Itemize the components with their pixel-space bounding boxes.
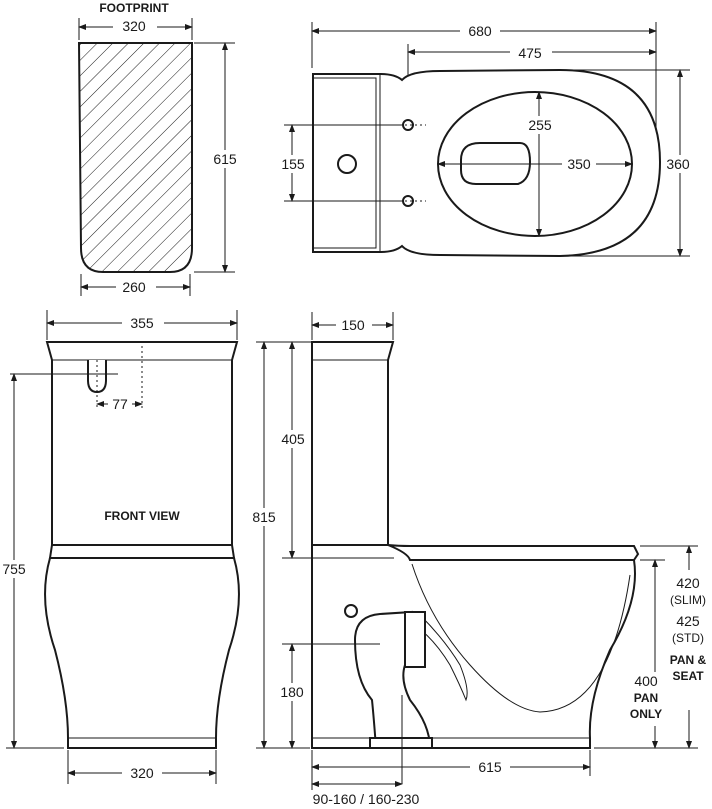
overall-height-label: 815 [252,509,276,525]
pan-front [44,557,240,749]
label-background [562,155,596,173]
cistern-height-label: 405 [281,431,305,447]
inlet-offset-label: 77 [112,396,128,412]
seat-depth-label: 255 [528,117,552,133]
label-background [336,316,372,334]
overall-width-label: 360 [666,156,690,172]
label-background [116,278,156,296]
trapway [414,614,468,702]
seat-height-std-label: 425 [676,613,700,629]
front-view: 355 77 FRONT VIEW 755 320 [0,310,240,784]
seat-width-label: 350 [567,156,591,172]
label-background [0,560,30,578]
fixing-hole [402,195,414,207]
pan-only-height-label: 400 [634,673,658,689]
footprint-top-width-label: 320 [122,18,146,34]
label-background [122,764,162,782]
label-background [247,508,281,526]
slim-label: (SLIM) [670,593,706,607]
setout-range-label: 90-160 / 160-230 [313,791,420,807]
footprint-height-label: 615 [213,151,237,167]
label-background [628,672,664,726]
label-background [662,155,698,173]
footprint-bottom-width-label: 260 [122,279,146,295]
pan-length-label: 475 [518,45,542,61]
fixing-hole [402,119,414,131]
label-background [664,570,712,710]
footprint-view: FOOTPRINT 320 615 260 [77,1,243,296]
label-background [108,395,132,413]
front-base-width-label: 320 [130,765,154,781]
cistern-lid-top [313,77,377,249]
pan-only-label-2: ONLY [630,707,662,721]
outlet-pipe-base [369,737,433,749]
top-view: 680 475 155 255 350 360 [276,22,698,258]
label-background [276,155,310,173]
outlet-connector [404,611,426,668]
fixing-hole [344,604,358,618]
pan-only-label-1: PAN [634,691,658,705]
seat-height-slim-label: 420 [676,575,700,591]
bowl-interior [411,563,631,713]
label-background [122,314,164,332]
label-background [276,683,310,701]
front-height-label: 755 [2,561,26,577]
pan-seat-label-1: PAN & [670,653,707,667]
label-background [510,43,552,61]
footprint-title: FOOTPRINT [99,1,169,15]
overall-length-label: 680 [468,23,492,39]
footprint-shape [77,42,193,273]
cistern-width-label: 355 [130,315,154,331]
label-background [470,758,510,776]
base-depth-label: 615 [478,759,502,775]
label-background [522,116,558,134]
front-view-title: FRONT VIEW [104,509,180,523]
flush-button-icon [337,154,357,174]
label-background [207,150,243,168]
cistern-side [311,341,395,546]
cistern-depth-label: 150 [341,317,365,333]
side-view: 150 405 815 180 615 90-160 / 160-2 [247,312,712,807]
label-background [460,22,500,40]
seat-side [387,544,640,561]
hole-spacing-label: 155 [281,156,305,172]
pan-seat-label-2: SEAT [672,669,704,683]
std-label: (STD) [672,631,704,645]
label-background [113,17,157,35]
outlet-height-label: 180 [280,684,304,700]
label-background [276,430,310,448]
cistern-base-band [48,544,236,559]
